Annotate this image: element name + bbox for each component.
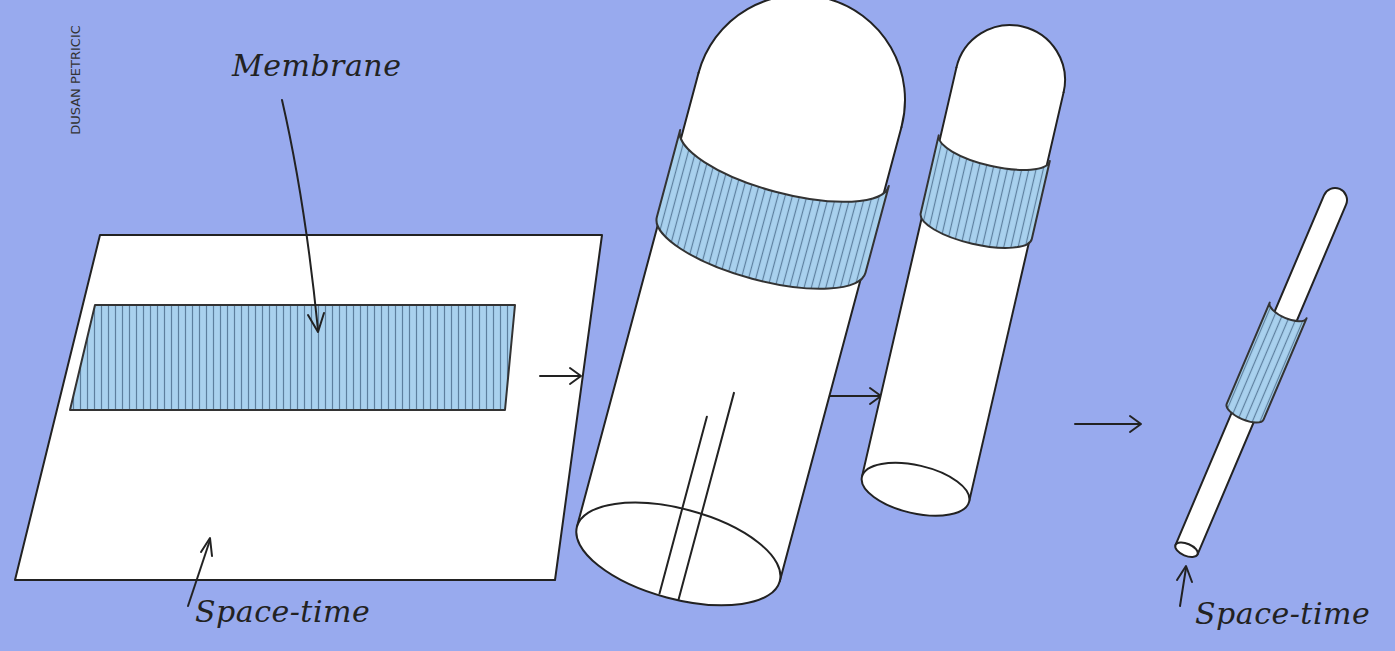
leader-line bbox=[282, 100, 318, 330]
rolled-space-time bbox=[562, 0, 931, 625]
arrow-head bbox=[1177, 566, 1192, 582]
arrow-head bbox=[308, 313, 324, 332]
rolled-space-time bbox=[855, 14, 1078, 526]
stage-arrow bbox=[1075, 416, 1141, 432]
arrow-head bbox=[201, 538, 212, 556]
part-label: Membrane bbox=[232, 48, 401, 83]
space-time-sheet bbox=[15, 235, 602, 580]
part-label: Space-time bbox=[195, 594, 370, 629]
stage-arrow bbox=[540, 368, 581, 384]
rolled-space-time bbox=[1166, 181, 1358, 563]
membrane-band bbox=[70, 305, 515, 410]
part-label: Space-time bbox=[1195, 596, 1370, 631]
credit-watermark: DUSAN PETRICIC bbox=[68, 25, 83, 135]
